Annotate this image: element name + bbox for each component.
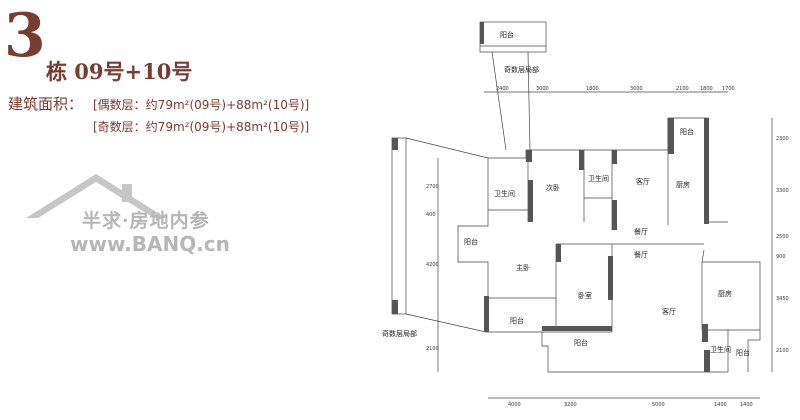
dim-right: 3300 xyxy=(776,188,789,194)
bathroom-2-label: 卫生间 xyxy=(588,174,609,183)
dim-bottom: 3200 xyxy=(564,402,577,408)
balcony-w-label: 阳台 xyxy=(464,237,478,246)
building-number: 3 xyxy=(4,1,46,71)
balcony-s2-label: 阳台 xyxy=(574,338,588,347)
odd-floor-left-label: 奇数层局部 xyxy=(382,329,417,338)
house-roof-logo-icon xyxy=(26,174,166,218)
dim-top: 2100 xyxy=(676,86,689,92)
dining-2-label: 餐厅 xyxy=(634,250,648,259)
dim-left: 400 xyxy=(426,212,436,218)
dim-top: 1700 xyxy=(722,86,735,92)
dim-top: 3000 xyxy=(536,86,549,92)
dim-bottom: 4000 xyxy=(508,402,521,408)
dim-left: 4200 xyxy=(426,262,439,268)
area-label: 建筑面积： xyxy=(8,95,84,113)
balcony-se-label: 阳台 xyxy=(736,348,750,357)
dim-top: 3000 xyxy=(630,86,643,92)
area-even-floor: [偶数层：约79m²(09号)+88m²(10号)] xyxy=(93,98,310,112)
dim-left: 2700 xyxy=(426,184,439,190)
master-bedroom-label: 主卧 xyxy=(516,263,530,272)
watermark-url: www.BANQ.cn xyxy=(70,232,230,256)
balcony-s-label: 阳台 xyxy=(510,316,524,325)
building-title: 栋 09号+10号 xyxy=(46,59,193,84)
dim-right: 2300 xyxy=(776,136,789,142)
balcony-top-label: 阳台 xyxy=(500,30,514,39)
kitchen-2-label: 厨房 xyxy=(718,289,732,298)
dim-right: 2500 xyxy=(776,234,789,240)
area-odd-floor: [奇数层：约79m²(09号)+88m²(10号)] xyxy=(93,120,310,134)
dining-1-label: 餐厅 xyxy=(634,227,648,236)
floor-plan: 阳台 奇数层局部 阳台 卫生间 次卧 卫生间 客厅 厨房 餐厅 餐厅 阳台 主卧… xyxy=(382,21,789,408)
dim-bottom: 1400 xyxy=(714,402,727,408)
dim-top: 2400 xyxy=(496,86,509,92)
dim-left: 2100 xyxy=(426,346,439,352)
balcony-ne-label: 阳台 xyxy=(680,127,694,136)
second-bedroom-label: 次卧 xyxy=(546,183,560,192)
bedroom-label: 卧室 xyxy=(578,291,592,300)
bathroom-1-label: 卫生间 xyxy=(494,189,515,198)
dim-right: 2100 xyxy=(776,348,789,354)
dim-bottom: 5000 xyxy=(652,402,665,408)
dim-right: 3450 xyxy=(776,296,789,302)
living-room-2-label: 客厅 xyxy=(662,307,676,316)
dim-bottom: 1400 xyxy=(740,402,753,408)
bathroom-3-label: 卫生间 xyxy=(710,345,731,354)
kitchen-1-label: 厨房 xyxy=(676,180,690,189)
living-room-1-label: 客厅 xyxy=(636,177,650,186)
dim-top: 1800 xyxy=(586,86,599,92)
watermark-name: 半求·房地内参 xyxy=(82,210,210,232)
odd-floor-top-label: 奇数层局部 xyxy=(504,65,539,74)
dim-top: 1800 xyxy=(700,86,713,92)
dim-right: 900 xyxy=(776,254,786,260)
